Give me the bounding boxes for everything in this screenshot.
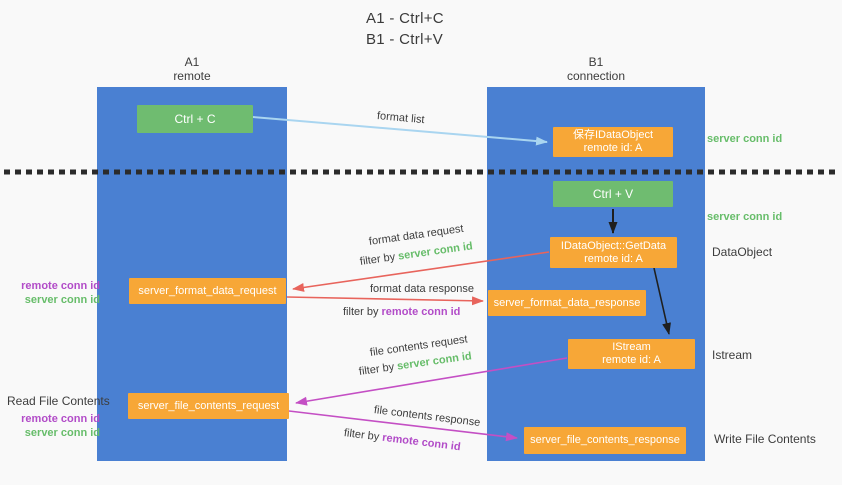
remote-conn-id-annotation: remote conn id xyxy=(21,413,100,425)
ctrl-v-label: Ctrl + V xyxy=(592,187,634,201)
istream-box: IStream remote id: A xyxy=(568,339,695,369)
istream-line1: IStream xyxy=(612,341,651,353)
server-conn-id-annotation-top: server conn id xyxy=(707,133,783,145)
getdata-line2: remote id: A xyxy=(584,252,643,265)
server-file-contents-request-box: server_file_contents_request xyxy=(128,393,289,419)
format-list-label: format list xyxy=(376,110,426,127)
lane-b1-name: B1 xyxy=(588,55,604,69)
lane-b1-role: connection xyxy=(566,69,626,83)
server-file-contents-response-box: server_file_contents_response xyxy=(524,427,686,454)
filter-by-text: filter by xyxy=(343,427,380,444)
server-file-contents-request-label: server_file_contents_request xyxy=(137,399,280,412)
filter-by-text: filter by xyxy=(358,361,395,378)
lane-a1-role: remote xyxy=(173,69,211,83)
istream-annotation: Istream xyxy=(712,348,753,362)
server-conn-id-annotation: server conn id xyxy=(24,427,100,439)
conn-id-pair-format: remote conn id server conn id xyxy=(8,279,100,307)
istream-line2: remote id: A xyxy=(602,354,661,366)
lane-b1-header: B1 connection xyxy=(487,55,705,83)
ctrl-c-box: Ctrl + C xyxy=(137,105,253,133)
filter-by-remote-conn-id-label: filter by remote conn id xyxy=(343,306,460,318)
save-idataobject-box: 保存IDataObject remote id: A xyxy=(553,127,673,157)
server-format-data-request-label: server_format_data_request xyxy=(138,284,277,297)
title-line-b1: B1 - Ctrl+V xyxy=(366,31,444,48)
ctrl-v-box: Ctrl + V xyxy=(553,181,673,207)
dataobject-annotation: DataObject xyxy=(712,245,773,259)
format-data-response-label: format data response xyxy=(370,283,474,295)
write-file-contents-annotation: Write File Contents xyxy=(714,432,816,446)
filter-by-remote-conn-id-label-2: filter by remote conn id xyxy=(343,427,461,453)
server-conn-id-annotation-mid: server conn id xyxy=(707,211,783,223)
server-file-contents-response-label: server_file_contents_response xyxy=(530,434,680,446)
lane-a1-name: A1 xyxy=(184,55,200,69)
diagram-title: A1 - Ctrl+C B1 - Ctrl+V xyxy=(366,8,444,50)
server-conn-id-text: server conn id xyxy=(397,240,474,263)
ctrl-c-label: Ctrl + C xyxy=(174,112,216,126)
server-format-data-request-box: server_format_data_request xyxy=(129,278,286,304)
save-idataobject-line2: remote id: A xyxy=(583,142,643,154)
read-file-contents-annotation: Read File Contents xyxy=(7,394,110,408)
server-conn-id-annotation: server conn id xyxy=(24,294,100,306)
remote-conn-id-text: remote conn id xyxy=(381,306,461,318)
lane-a1-header: A1 remote xyxy=(97,55,287,83)
file-contents-response-label: file contents response xyxy=(373,404,481,429)
getdata-box: IDataObject::GetData remote id: A xyxy=(550,237,677,268)
server-format-data-response-label: server_format_data_response xyxy=(493,296,641,309)
filter-by-text: filter by xyxy=(359,251,396,268)
format-data-response-arrow xyxy=(286,296,484,306)
remote-conn-id-text: remote conn id xyxy=(381,431,462,454)
remote-conn-id-annotation: remote conn id xyxy=(21,280,100,292)
conn-id-pair-file: remote conn id server conn id xyxy=(8,412,100,440)
server-format-data-response-box: server_format_data_response xyxy=(488,290,646,316)
save-idataobject-line1: 保存IDataObject xyxy=(572,129,654,141)
title-line-a1: A1 - Ctrl+C xyxy=(366,10,444,27)
getdata-line1: IDataObject::GetData xyxy=(560,239,667,252)
filter-by-text: filter by xyxy=(343,306,379,318)
